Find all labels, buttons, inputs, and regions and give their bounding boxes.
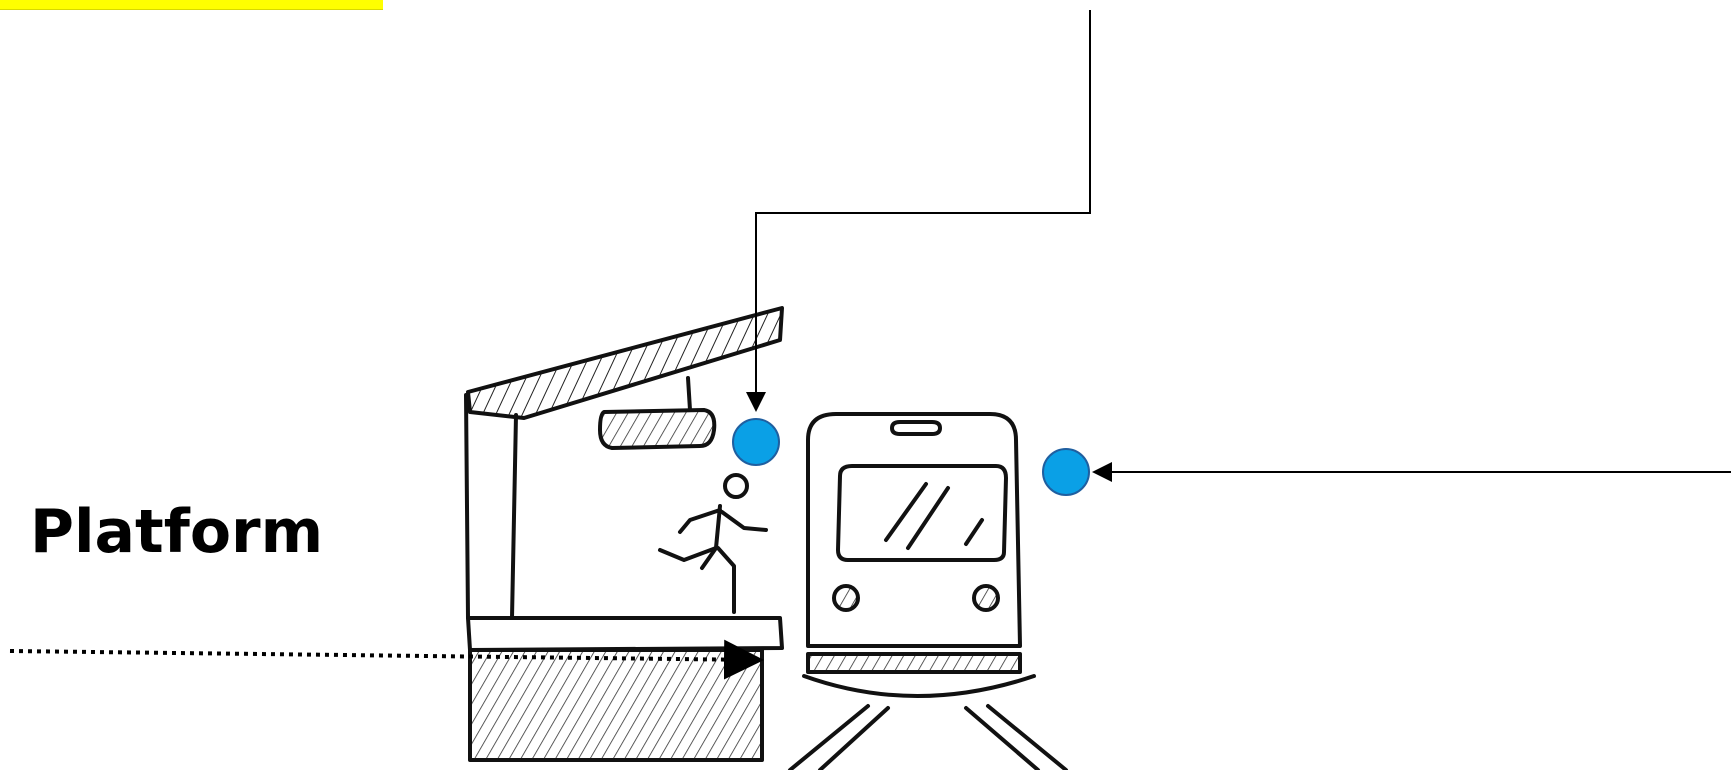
station-pillar-left-inner (512, 415, 516, 618)
person-arm-back (680, 510, 720, 532)
person-leg-front (718, 548, 734, 612)
marker-platform-edge (733, 419, 779, 465)
person-icon (660, 475, 766, 612)
station-sign-stem (688, 378, 690, 410)
train-bumper (808, 654, 1020, 672)
platform-slab (468, 618, 782, 650)
station-sign (600, 410, 714, 448)
train-icon (790, 414, 1066, 770)
train-lamp-left (834, 586, 858, 610)
connector-top (756, 10, 1090, 410)
marker-train-front (1043, 449, 1089, 495)
platform-label: Platform (30, 502, 323, 562)
station-pillar-left (466, 395, 468, 618)
platform-base (470, 650, 762, 760)
station-icon (466, 308, 782, 760)
person-head (725, 475, 747, 497)
station-roof (468, 308, 782, 418)
train-bogie (804, 676, 1034, 696)
train-lamp-right (974, 586, 998, 610)
person-arm-front (722, 512, 766, 530)
